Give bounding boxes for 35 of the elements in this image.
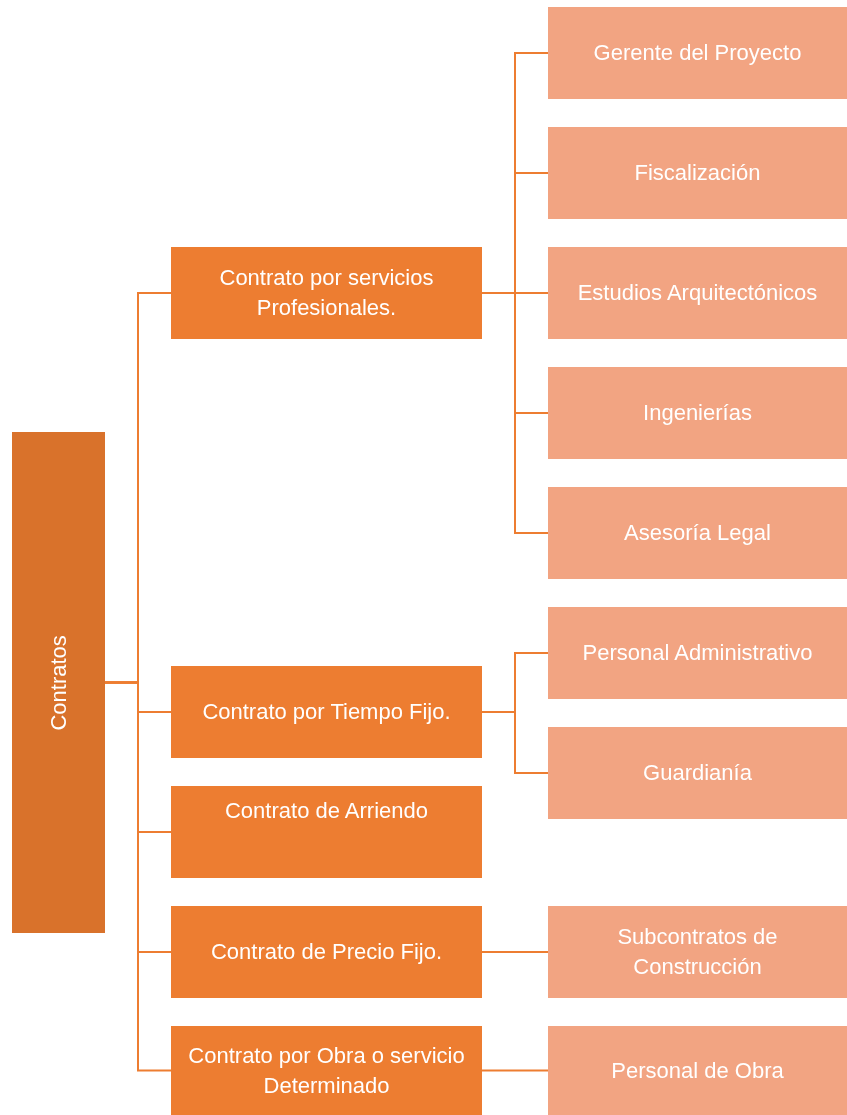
connector-line [481, 711, 549, 774]
box-label: Contrato de Precio Fijo. [210, 938, 443, 967]
box-label: Personal de Obra [611, 1056, 784, 1085]
box-label: Ingenierías [643, 399, 752, 428]
category-box [548, 127, 847, 219]
connector-line [104, 681, 172, 1072]
category-box [171, 247, 482, 339]
category-box [548, 607, 847, 699]
box-label: Personal Administrativo [582, 639, 813, 668]
box-label: Guardianía [643, 759, 752, 788]
box-label: Gerente del Proyecto [593, 39, 802, 68]
category-box [548, 7, 847, 99]
box-label: Contrato por Tiempo Fijo. [202, 698, 451, 727]
category-box [548, 1026, 847, 1115]
category-box [548, 367, 847, 459]
category-box [548, 906, 847, 998]
connector-line [481, 951, 549, 953]
box-label: Contratos [44, 634, 72, 731]
box-label: Contrato de Arriendo [225, 797, 428, 825]
box-label: Contrato por Obra o servicio Determinado [187, 1041, 466, 1100]
category-box [548, 727, 847, 819]
box-label: Estudios Arquitectónicos [577, 279, 818, 308]
category-box [171, 786, 482, 878]
category-box [548, 247, 847, 339]
category-box [171, 1026, 482, 1115]
box-label: Subcontratos de Construcción [616, 923, 779, 981]
connector-line [481, 292, 549, 534]
category-box [171, 666, 482, 758]
box-label: Fiscalización [634, 159, 761, 188]
connector-line [481, 1069, 549, 1072]
category-box [12, 432, 105, 933]
box-label: Contrato por servicios Profesionales. [218, 264, 435, 322]
box-label: Asesoría Legal [624, 519, 771, 548]
category-box [548, 487, 847, 579]
category-box [171, 906, 482, 998]
